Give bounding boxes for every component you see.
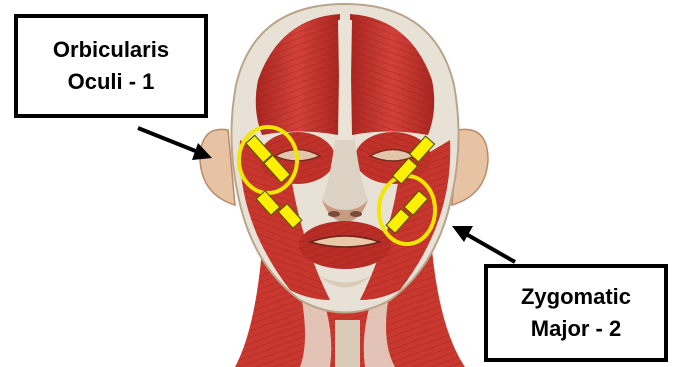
zygomatic-major-label: Zygomatic Major - 2 [484,264,668,362]
zygomatic-label-line1: Zygomatic [521,281,631,313]
arrow-pointing-to-zygomatic-major-icon [452,226,515,262]
arrow-pointing-to-orbicularis-oculi-icon [138,128,212,160]
orbicularis-oculi-label: Orbicularis Oculi - 1 [14,14,208,118]
orbicularis-label-line1: Orbicularis [53,34,169,66]
zygomatic-label-line2: Major - 2 [521,313,631,345]
orbicularis-label-line2: Oculi - 1 [53,66,169,98]
